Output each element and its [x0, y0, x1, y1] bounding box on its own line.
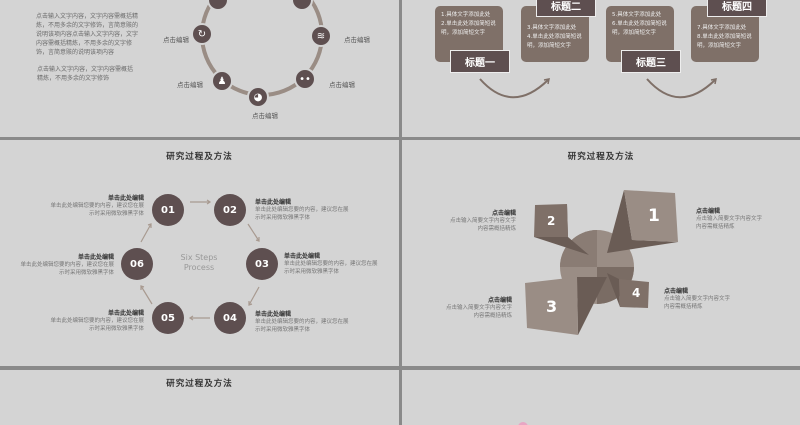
block-4 [607, 273, 649, 308]
ring-diagram [200, 0, 324, 97]
item-text: 点击编辑点击输入简要文字内容文字内容需概括精炼 [442, 295, 512, 320]
slide-thumbnail-6[interactable] [402, 370, 800, 425]
item-desc: 点击输入简要文字内容文字内容需概括精炼 [449, 218, 516, 232]
paragraph: 点击输入文字内容，文字内容需概括精炼，不用多余的文字修饰 [37, 66, 134, 82]
row-divider [0, 137, 800, 140]
rss-icon: ≋ [310, 25, 332, 47]
item-text: 点击编辑点击输入简要文字内容文字内容需概括精炼 [696, 206, 766, 231]
slide-title: 研究过程及方法 [166, 152, 233, 162]
block-3 [525, 277, 607, 335]
step-05: 05 [152, 302, 184, 334]
label: 点击编辑 [252, 112, 278, 120]
step-text: 单击此处编辑单击此处编辑您要的内容，建议您在展示时采用微软雅黑字体 [255, 309, 351, 334]
step-desc: 单击此处编辑您要的内容，建议您在展示时采用微软雅黑字体 [20, 262, 114, 276]
flickr-icon: •• [294, 68, 316, 90]
step-text: 单击此处编辑单击此处编辑您要的内容，建议您在展示时采用微软雅黑字体 [284, 251, 380, 276]
step-text: 单击此处编辑单击此处编辑您要的内容，建议您在展示时采用微软雅黑字体 [18, 252, 114, 277]
step-heading: 单击此处编辑 [107, 310, 144, 317]
block-1 [607, 190, 678, 253]
box-line: 7.具体文字添加此处 [697, 25, 747, 31]
slide-thumbnail-3[interactable]: 研究过程及方法 01 02 03 04 05 06 Six Steps Proc… [0, 140, 399, 366]
slide-thumbnail-4[interactable]: 研究过程及方法 1 2 3 4 点击编辑点击输入简要文字内容文字内容需概括精炼 … [402, 140, 800, 366]
slide-title: 研究过程及方法 [166, 379, 233, 389]
step-heading: 单击此处编辑 [255, 311, 292, 318]
item-desc: 点击输入简要文字内容文字内容需概括精炼 [696, 216, 763, 230]
item-desc: 点击输入简要文字内容文字内容需概括精炼 [445, 305, 512, 319]
step-arrows [140, 199, 260, 321]
refresh-icon: ↻ [191, 23, 213, 45]
label: 点击编辑 [177, 81, 203, 89]
3d-block-diagram [525, 190, 678, 335]
box-line: 4.单击此处添加简短说明，添加简短文字 [527, 34, 582, 49]
block-number: 2 [547, 214, 556, 228]
step-text: 单击此处编辑单击此处编辑您要的内容，建议您在展示时采用微软雅黑字体 [48, 308, 144, 333]
slide-title: 研究过程及方法 [567, 152, 635, 162]
step-04: 04 [214, 302, 246, 334]
slide-thumbnail-5[interactable]: 研究过程及方法 [0, 370, 399, 425]
title-tab-2: 标题二 [536, 0, 596, 17]
step-heading: 单击此处编辑 [284, 253, 321, 260]
item-heading: 点击编辑 [487, 297, 512, 304]
block-number: 1 [648, 206, 660, 226]
weibo-icon: ◕ [247, 86, 269, 108]
block-2 [534, 204, 589, 255]
title-tab-4: 标题四 [707, 0, 767, 17]
title-tab-3: 标题三 [621, 50, 681, 73]
title-tab-1: 标题一 [450, 50, 510, 73]
arrows [479, 78, 717, 99]
pink-shape [518, 422, 528, 425]
curved-arrow [646, 78, 716, 99]
label: 点击编辑 [344, 36, 370, 44]
slide-thumbnail-2[interactable]: 1.具体文字添加此处 2.单击此处添加简短说明，添加简短文字 3.具体文字添加此处… [402, 0, 800, 137]
box-line: 8.单击此处添加简短说明，添加简短文字 [697, 34, 752, 49]
item-text: 点击编辑点击输入简要文字内容文字内容需概括精炼 [664, 286, 734, 311]
step-desc: 单击此处编辑您要的内容，建议您在展示时采用微软雅黑字体 [50, 318, 144, 332]
step-heading: 单击此处编辑 [107, 195, 144, 202]
step-01: 01 [152, 194, 184, 226]
paragraph: 点击输入文字内容，文字内容需概括精炼，不用多余的文字修饰，言简意赅的说明该项内容… [36, 13, 139, 56]
label: 点击编辑 [163, 36, 189, 44]
step-02: 02 [214, 194, 246, 226]
item-heading: 点击编辑 [491, 210, 516, 217]
step-03: 03 [246, 248, 278, 280]
center-text: Six Steps Process [180, 253, 218, 272]
qq-icon: ♟ [211, 70, 233, 92]
box-line: 5.具体文字添加此处 [612, 12, 662, 18]
box-line: 3.具体文字添加此处 [527, 25, 577, 31]
step-text: 单击此处编辑单击此处编辑您要的内容，建议您在展示时采用微软雅黑字体 [48, 193, 144, 218]
box-line: 1.具体文字添加此处 [441, 12, 491, 18]
label: 点击编辑 [329, 81, 355, 89]
item-heading: 点击编辑 [696, 208, 721, 215]
block-number: 4 [632, 286, 641, 300]
item-text: 点击编辑点击输入简要文字内容文字内容需概括精炼 [446, 208, 516, 233]
item-desc: 点击输入简要文字内容文字内容需概括精炼 [664, 296, 731, 310]
step-desc: 单击此处编辑您要的内容，建议您在展示时采用微软雅黑字体 [255, 319, 349, 333]
step-06: 06 [121, 248, 153, 280]
column-divider [399, 0, 402, 425]
step-text: 单击此处编辑单击此处编辑您要的内容，建议您在展示时采用微软雅黑字体 [255, 197, 351, 222]
curved-arrow [479, 78, 549, 99]
step-heading: 单击此处编辑 [255, 199, 292, 206]
item-heading: 点击编辑 [664, 288, 689, 295]
step-desc: 单击此处编辑您要的内容，建议您在展示时采用微软雅黑字体 [284, 261, 378, 275]
step-heading: 单击此处编辑 [77, 254, 114, 261]
step-desc: 单击此处编辑您要的内容，建议您在展示时采用微软雅黑字体 [255, 207, 349, 221]
box-line: 2.单击此处添加简短说明，添加简短文字 [441, 21, 496, 36]
block-number: 3 [546, 297, 558, 316]
slide-thumbnail-1[interactable]: 点击输入文字内容，文字内容需概括精炼，不用多余的文字修饰，言简意赅的说明该项内容… [0, 0, 399, 137]
box-line: 6.单击此处添加简短说明，添加简短文字 [612, 21, 667, 36]
row-divider [0, 366, 800, 370]
step-desc: 单击此处编辑您要的内容，建议您在展示时采用微软雅黑字体 [50, 203, 144, 217]
